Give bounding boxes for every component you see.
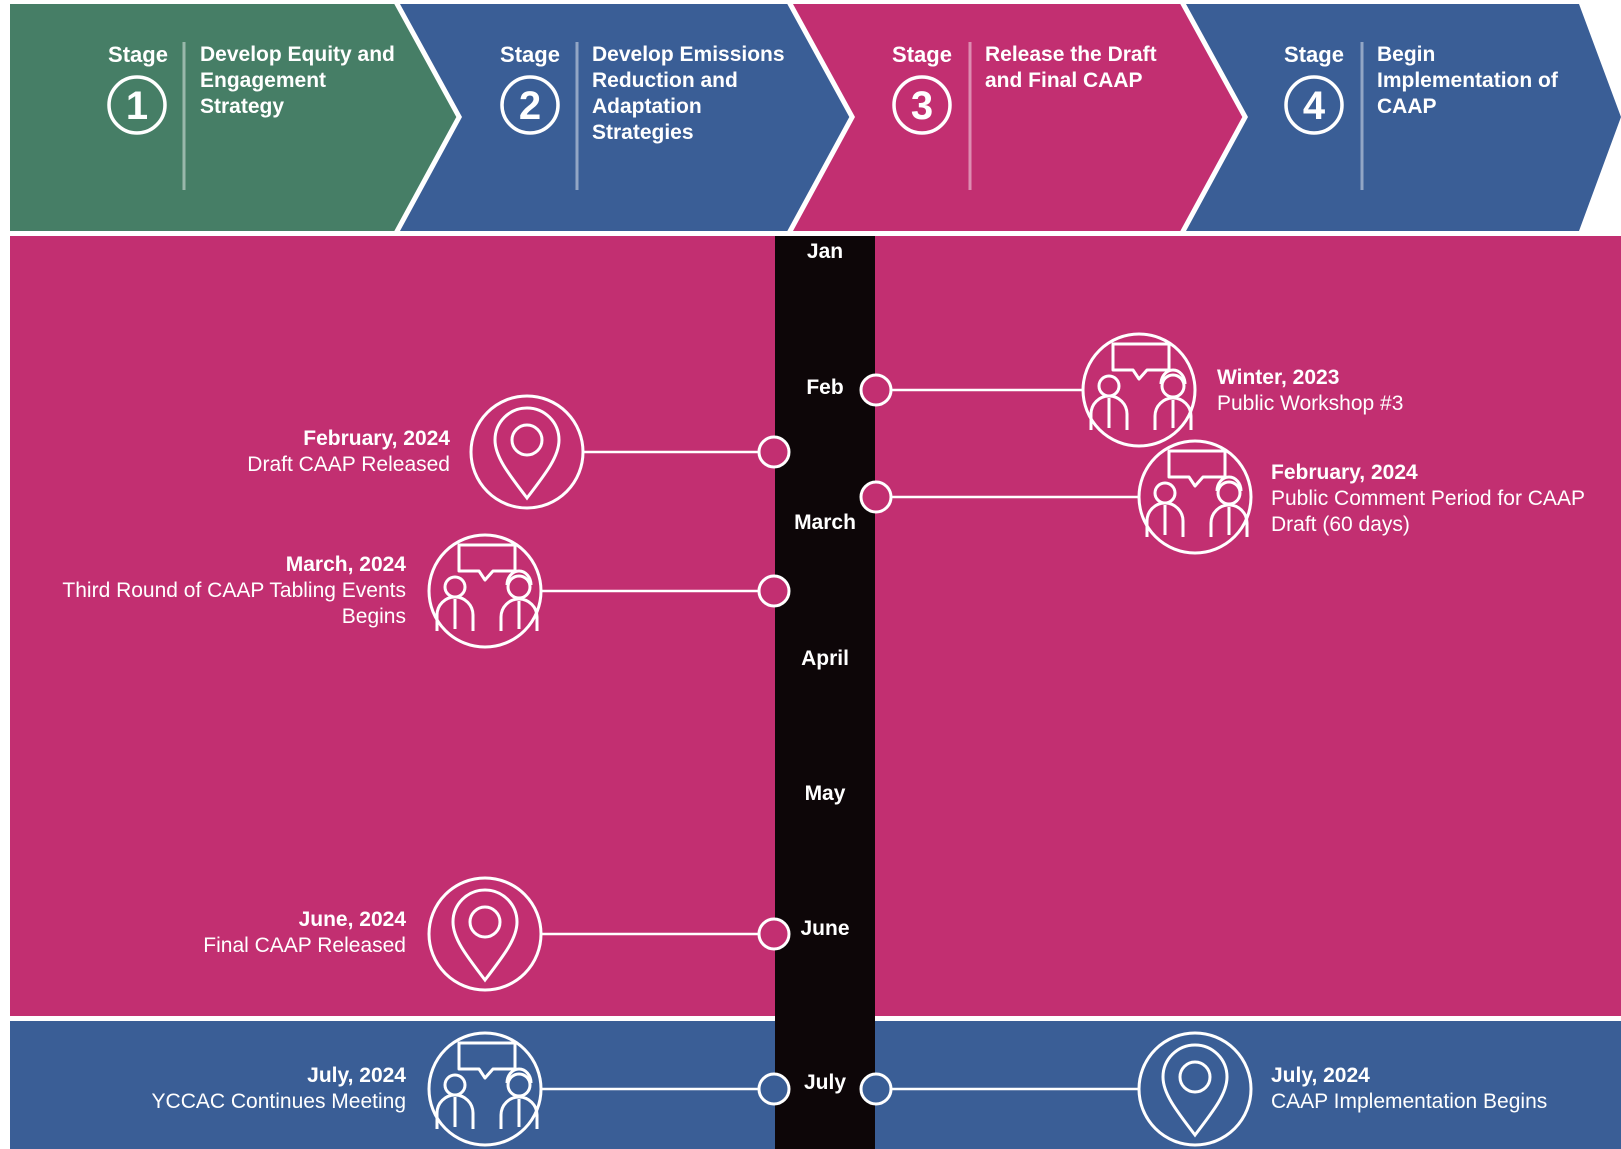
timeline-dot (757, 574, 791, 608)
timeline-dot (859, 480, 893, 514)
event-draft-caap-released: February, 2024 Draft CAAP Released (150, 426, 450, 478)
pin-shape (1161, 1043, 1229, 1138)
icon-ring (1137, 1031, 1253, 1147)
month-july: July (803, 1071, 847, 1094)
timeline-dot (757, 917, 791, 951)
month-march: March (794, 511, 856, 534)
icon-ring (427, 533, 543, 649)
stage-2-number-circle (500, 75, 560, 135)
event-date: February, 2024 (1271, 461, 1418, 484)
month-feb: Feb (806, 376, 844, 399)
event-yccac-meeting: July, 2024 YCCAC Continues Meeting (106, 1063, 406, 1115)
event-text: Final CAAP Released (203, 934, 406, 957)
location-pin-icon (427, 876, 543, 992)
stage-4-number: 4 (1303, 84, 1326, 128)
speech-bubble (1111, 342, 1171, 381)
timeline-dot (757, 1072, 791, 1106)
stage-3-number-circle (892, 75, 952, 135)
event-final-caap-released: June, 2024 Final CAAP Released (106, 907, 406, 959)
location-pin-icon (1137, 1031, 1253, 1147)
pin-hole (1178, 1060, 1212, 1094)
location-pin-icon (469, 394, 585, 510)
stage-4-label: Stage (1284, 42, 1344, 67)
stage-1-number: 1 (126, 84, 148, 128)
person-body (435, 1093, 475, 1129)
event-third-round-tabling: March, 2024 Third Round of CAAP Tabling … (30, 552, 406, 630)
stage-1-title: Develop Equity and Engagement Strategy (200, 43, 395, 118)
icon-ring (1137, 439, 1253, 555)
stage-2-label: Stage (500, 42, 560, 67)
event-implementation-begins: July, 2024 CAAP Implementation Begins (1271, 1063, 1601, 1115)
stage-3-label: Stage (892, 42, 952, 67)
speech-bubble (457, 1041, 517, 1080)
event-winter-2023-workshop: Winter, 2023 Public Workshop #3 (1217, 365, 1607, 417)
person2-hair (1215, 475, 1243, 492)
pin-shape (493, 406, 561, 501)
stage-2-title: Develop Emissions Reduction and Adaptati… (592, 43, 785, 144)
icon-ring (1081, 332, 1197, 448)
event-text: YCCAC Continues Meeting (151, 1090, 406, 1113)
month-june: June (800, 917, 850, 940)
stage-3-title: Release the Draft and Final CAAP (985, 43, 1157, 92)
event-text: CAAP Implementation Begins (1271, 1090, 1548, 1113)
stage-1-chevron-fill (10, 4, 462, 231)
stage-3-number: 3 (911, 84, 933, 128)
people-chat-icon (427, 533, 543, 649)
stage-4-chevron-fill (1186, 4, 1621, 231)
month-april: April (801, 647, 849, 670)
event-public-comment-period: February, 2024 Public Comment Period for… (1271, 460, 1611, 538)
pin-shape (451, 888, 519, 983)
person2-hair (505, 1067, 533, 1084)
speech-bubble (457, 543, 517, 582)
person2-body (499, 597, 539, 631)
icon-ring (427, 876, 543, 992)
stage-1-label: Stage (108, 42, 168, 67)
person2-body (499, 1095, 539, 1129)
icon-ring (427, 1031, 543, 1147)
timeline-bar (775, 236, 875, 1149)
event-date: July, 2024 (307, 1064, 406, 1087)
people-chat-icon (1137, 439, 1253, 555)
person2-body (1209, 503, 1249, 537)
timeline-dot (757, 435, 791, 469)
person-body (1145, 501, 1185, 537)
person-body (1089, 394, 1129, 430)
people-chat-icon (1081, 332, 1197, 448)
event-date: June, 2024 (298, 908, 406, 931)
stage-2-chevron-fill (400, 4, 855, 231)
month-jan: Jan (806, 240, 844, 263)
event-text: Third Round of CAAP Tabling Events Begin… (62, 579, 406, 628)
people-chat-icon (427, 1031, 543, 1147)
stage-1-number-circle (107, 75, 167, 135)
timeline-dot (859, 373, 893, 407)
stage-3-chevron-fill (793, 4, 1248, 231)
event-text: Draft CAAP Released (247, 453, 450, 476)
stage-4-number-circle (1284, 75, 1344, 135)
event-date: July, 2024 (1271, 1064, 1370, 1087)
icon-ring (469, 394, 585, 510)
stage-2-number: 2 (519, 84, 541, 128)
timeline-dot (859, 1072, 893, 1106)
pin-hole (468, 905, 502, 939)
person-body (435, 595, 475, 631)
person2-hair (1159, 368, 1187, 385)
event-text: Public Workshop #3 (1217, 392, 1404, 415)
event-date: March, 2024 (285, 553, 406, 576)
pin-hole (510, 423, 544, 457)
speech-bubble (1167, 449, 1227, 488)
event-date: Winter, 2023 (1217, 366, 1340, 389)
event-text: Public Comment Period for CAAP Draft (60… (1271, 487, 1585, 536)
event-date: February, 2024 (303, 427, 450, 450)
person2-hair (505, 569, 533, 586)
stage-4-title: Begin Implementation of CAAP (1377, 43, 1558, 118)
month-may: May (804, 782, 846, 805)
person2-body (1153, 396, 1193, 430)
